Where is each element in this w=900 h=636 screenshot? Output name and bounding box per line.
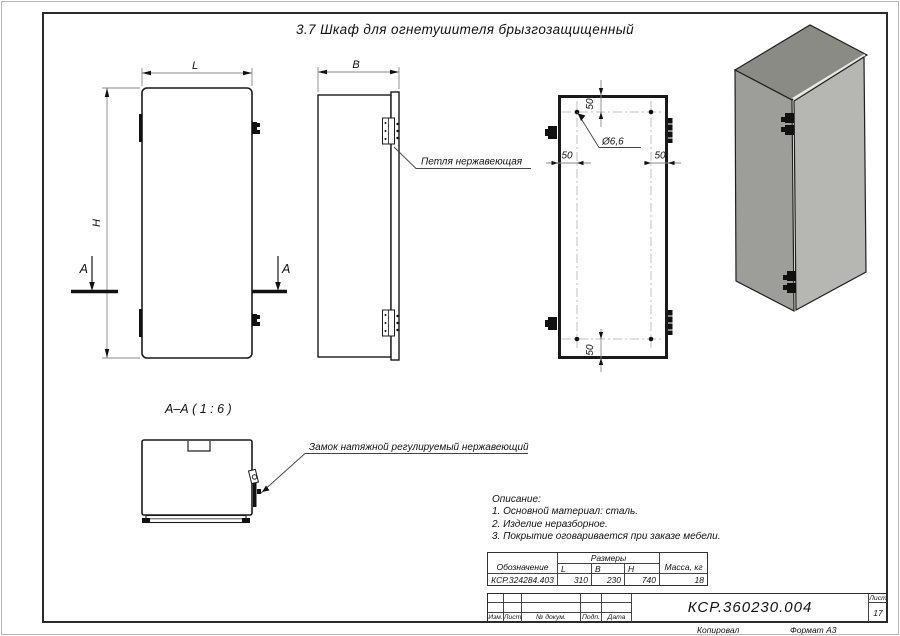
section-mark-label: A (79, 262, 88, 276)
col-header-sizes: Размеры (558, 553, 660, 564)
cabinet-front-outline (141, 87, 253, 359)
drawing-title: 3.7 Шкаф для огнетушителя брызгозащищенн… (295, 22, 635, 37)
dim-label: 50 (585, 344, 596, 356)
dimension-L: L (141, 60, 253, 86)
dim-label: Ø6,6 (601, 137, 624, 148)
section-door-foot (142, 518, 150, 523)
title-block: Изм. Лист № докум. Подп. Дата КСР.360230… (487, 593, 888, 623)
cell-designation: КСР.324284.403 (488, 574, 558, 585)
cabinet-side-door (390, 91, 400, 361)
side-view: B Петля нержавеющая (317, 59, 531, 361)
rear-view: 50 Ø6,6 50 50 (545, 80, 681, 372)
iso-top-edge-highlight (792, 53, 866, 101)
col-header-h: H (625, 563, 660, 575)
latch-edge-mark (668, 118, 673, 143)
cell-h: 740 (625, 574, 660, 585)
latch-edge-mark (668, 310, 673, 335)
label-list: Лист (504, 612, 522, 622)
cell-l: 310 (558, 574, 592, 585)
dim-label: 50 (654, 151, 666, 162)
dim-label-L: L (192, 60, 198, 72)
hinge-edge-mark (139, 114, 143, 142)
front-view: L H A A (71, 60, 290, 359)
lock-annotation-label: Замок натяжной регулируемый нержавеющий (309, 442, 529, 453)
section-view: А–А ( 1 : 6 ) Замок натяжной регулируемы… (141, 402, 529, 524)
hinge-edge-mark (139, 309, 143, 337)
section-top-notch (187, 441, 211, 452)
document-number: КСР.360230.004 (632, 594, 869, 622)
description-block: Описание: 1. Основной материал: сталь. 2… (492, 494, 720, 544)
dimension-offset-bottom: 50 (585, 329, 604, 372)
cabinet-side-body (317, 94, 392, 358)
empty-cell (581, 603, 602, 613)
dimension-B: B (317, 59, 400, 92)
col-header-b: B (592, 563, 625, 575)
dim-label-B: B (352, 59, 359, 71)
iso-left-face (734, 69, 795, 312)
section-cut-marker-left: A (71, 256, 118, 294)
sheet-label: Лист (869, 594, 887, 604)
hinge-icon (382, 117, 399, 145)
latch-edge-mark (252, 122, 260, 134)
hinge-edge-mark (545, 317, 557, 330)
col-header-mass: Масса, кг (660, 553, 707, 575)
lock-icon (247, 468, 261, 507)
lock-annotation: Замок натяжной регулируемый нержавеющий (260, 442, 529, 494)
label-podp: Подп. (581, 612, 602, 622)
empty-cell (488, 603, 504, 613)
format-label: Формат А3 (790, 625, 837, 635)
col-header-l: L (558, 563, 592, 575)
section-door-foot (242, 518, 250, 523)
section-cut-marker-right: A (252, 256, 290, 294)
mounting-hole (648, 109, 654, 115)
empty-cell (602, 603, 632, 613)
label-data: Дата (602, 612, 632, 622)
cell-b: 230 (592, 574, 625, 585)
label-doc: № докум. (522, 612, 581, 622)
dimension-offset-right: 50 (644, 151, 681, 166)
hinge-icon (382, 309, 399, 337)
hinge-annotation: Петля нержавеющая (393, 146, 531, 169)
isometric-view (733, 24, 869, 312)
dimension-offset-left: 50 (546, 151, 591, 166)
label-izm: Изм. (488, 612, 504, 622)
dim-label-H: H (91, 219, 103, 227)
dimension-hole-diameter: Ø6,6 (576, 111, 641, 148)
sheet-number: 17 (873, 607, 883, 618)
empty-cell (522, 594, 581, 604)
hinge-icon (781, 113, 794, 135)
empty-cell (504, 603, 522, 613)
col-header-designation: Обозначение (488, 553, 558, 575)
copied-label: Копировал (697, 625, 740, 635)
dimension-offset-top: 50 (585, 80, 604, 127)
description-item: 1. Основной материал: сталь. (492, 506, 639, 518)
empty-cell (602, 594, 632, 604)
drawing-frame (42, 12, 888, 623)
hinge-edge-mark (545, 126, 557, 139)
dim-label: 50 (561, 151, 573, 162)
cell-mass: 18 (694, 574, 704, 585)
description-heading: Описание: (492, 494, 541, 505)
description-item: 2. Изделие неразборное. (492, 518, 608, 530)
mounting-hole (574, 336, 580, 342)
section-title: А–А ( 1 : 6 ) (164, 402, 232, 416)
hinge-annotation-label: Петля нержавеющая (421, 157, 523, 168)
mounting-hole (648, 336, 654, 342)
hinge-icon (783, 271, 796, 293)
latch-edge-mark (252, 314, 260, 326)
empty-cell (522, 603, 581, 613)
dim-label: 50 (585, 98, 596, 110)
center-lines (562, 101, 664, 351)
dimension-H: H (91, 87, 140, 359)
empty-cell (488, 594, 504, 604)
empty-cell (581, 594, 602, 604)
section-mark-label: A (281, 262, 290, 276)
empty-cell (504, 594, 522, 604)
description-item: 3. Покрытие оговаривается при заказе меб… (492, 531, 721, 543)
iso-door-face (793, 55, 867, 312)
dimensions-table: Обозначение Размеры Масса, кг L B H КСР.… (487, 552, 708, 586)
